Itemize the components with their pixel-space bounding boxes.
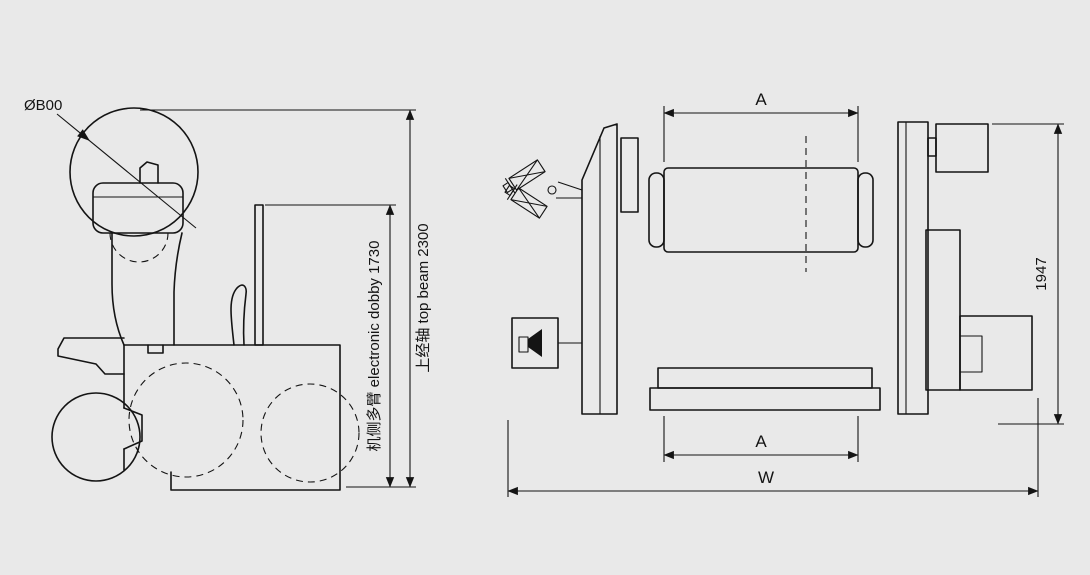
gear-unit-block [959,315,1033,391]
gear-unit-column [925,229,961,391]
nozzle-lower [504,184,548,219]
control-box [935,123,989,173]
dobby-dimension-label: 机侧多臂 electronic dobby 1730 [366,241,383,452]
leader-arrowhead [77,129,90,141]
column-right-edge [173,232,183,346]
front-view: A A W 1947 [502,90,1064,497]
body-outline [123,344,341,491]
warp-beam-left-cap [648,172,665,248]
diameter-label: ØB00 [24,97,62,114]
nozzle-tip [504,184,515,197]
front-view-dimensions: A A W 1947 [507,90,1064,497]
hidden-roller-circle-1 [128,362,244,478]
lever-handle [230,284,247,346]
body-left-notch [123,407,143,450]
height-1947-label: 1947 [1033,257,1050,290]
gear-unit [925,229,1033,391]
body-top-step [147,344,164,354]
mount-top-lug [139,161,159,184]
side-view-dimensions: 机侧多臂 electronic dobby 1730 上经轴 top beam … [140,109,432,488]
left-frame [581,123,618,415]
hidden-roller-circle-2 [260,383,360,483]
machine-body [57,337,341,491]
box-connector [927,137,937,157]
nozzle-upper [502,159,546,194]
dobby-rod [254,204,264,346]
drive-unit-cone [528,329,542,357]
nozzle-cross-b [510,199,548,207]
diameter-leader-line [56,113,197,229]
nozzle-assembly [502,159,583,219]
mount-housing [92,182,184,234]
drive-unit [511,317,582,369]
warp-beam-right-cap [857,172,874,248]
nozzle-cross-b [516,159,538,191]
beam-flange-circle [69,107,199,237]
w-label: W [758,468,774,487]
right-frame [897,121,929,415]
upper-rail [657,367,873,389]
warp-beam [648,136,874,272]
a-bottom-label: A [755,432,767,451]
top-beam-dimension-label: 上经轴 top beam 2300 [415,223,432,372]
nozzle-arm-1 [557,181,583,191]
nozzle-body [508,159,546,191]
left-bracket [57,337,125,375]
gear-unit-step [960,335,983,373]
column-left-edge [111,232,125,346]
hidden-arc [109,232,169,263]
nozzle-pivot [547,185,557,195]
nozzle-body [510,187,548,219]
left-frame-bracket [620,137,639,213]
lower-rail [649,387,881,411]
drive-unit-core [518,336,529,353]
side-view: ØB00 [24,97,432,491]
a-top-label: A [755,90,767,109]
beam-mount [92,161,184,263]
front-roller-circle [51,392,141,482]
warp-beam-body [663,167,859,253]
